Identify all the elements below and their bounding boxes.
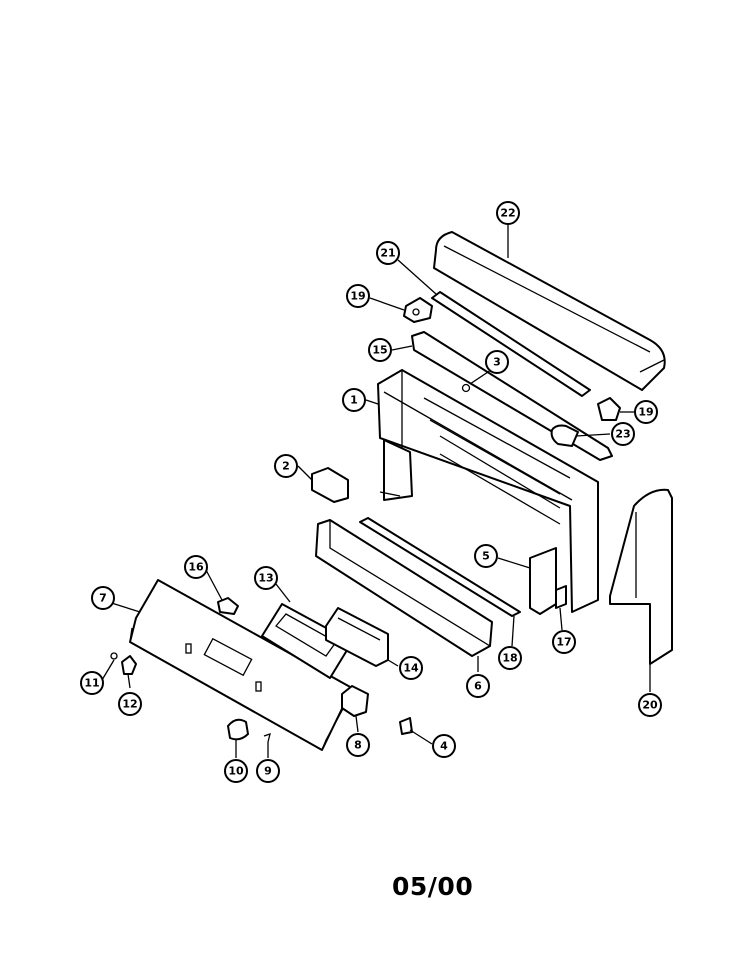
part-18-trim-strip bbox=[359, 517, 521, 617]
part-21-rod bbox=[431, 291, 591, 397]
part-6-lower-channel bbox=[315, 519, 493, 657]
svg-text:7: 7 bbox=[99, 592, 107, 605]
callout-23: 23 bbox=[611, 422, 635, 446]
svg-text:4: 4 bbox=[440, 740, 448, 753]
svg-text:23: 23 bbox=[615, 428, 630, 441]
callout-19-lower: 19 bbox=[634, 400, 658, 424]
svg-text:21: 21 bbox=[380, 247, 395, 260]
part-12-rocker-switch bbox=[121, 655, 137, 675]
callout-17: 17 bbox=[552, 630, 576, 654]
callout-20: 20 bbox=[638, 693, 662, 717]
svg-text:1: 1 bbox=[350, 394, 358, 407]
callout-21: 21 bbox=[376, 241, 400, 265]
callout-2: 2 bbox=[274, 454, 298, 478]
part-19-bracket-upper bbox=[403, 297, 433, 323]
svg-text:19: 19 bbox=[350, 290, 365, 303]
part-8-selector-switch bbox=[341, 685, 369, 717]
callout-14: 14 bbox=[399, 656, 423, 680]
part-7-control-panel bbox=[129, 579, 353, 751]
part-22-top-trim bbox=[433, 231, 666, 391]
callout-8: 8 bbox=[346, 733, 370, 757]
callout-10: 10 bbox=[224, 759, 248, 783]
svg-text:17: 17 bbox=[556, 636, 571, 649]
part-1-backguard-frame bbox=[377, 369, 599, 613]
callout-19-upper: 19 bbox=[346, 284, 370, 308]
part-4-small-bracket bbox=[399, 717, 413, 735]
svg-text:12: 12 bbox=[122, 698, 137, 711]
svg-text:9: 9 bbox=[264, 765, 272, 778]
svg-text:6: 6 bbox=[474, 680, 482, 693]
callout-15: 15 bbox=[368, 338, 392, 362]
callout-16: 16 bbox=[184, 555, 208, 579]
callout-6: 6 bbox=[466, 674, 490, 698]
svg-text:18: 18 bbox=[502, 652, 517, 665]
callout-13: 13 bbox=[254, 566, 278, 590]
callout-4: 4 bbox=[432, 734, 456, 758]
svg-text:15: 15 bbox=[372, 344, 387, 357]
svg-text:3: 3 bbox=[493, 356, 501, 369]
svg-text:10: 10 bbox=[228, 765, 244, 778]
svg-text:13: 13 bbox=[258, 572, 273, 585]
part-5-side-bracket bbox=[529, 547, 557, 615]
part-19-bracket-lower bbox=[597, 397, 621, 421]
callout-12: 12 bbox=[118, 692, 142, 716]
svg-text:20: 20 bbox=[642, 699, 658, 712]
svg-text:19: 19 bbox=[638, 406, 653, 419]
part-20-end-panel bbox=[609, 488, 673, 665]
part-16-switch bbox=[217, 597, 239, 615]
callout-11: 11 bbox=[80, 671, 104, 695]
svg-text:11: 11 bbox=[84, 677, 99, 690]
svg-text:16: 16 bbox=[188, 561, 204, 574]
part-2-relay bbox=[311, 467, 349, 503]
svg-text:14: 14 bbox=[403, 662, 419, 675]
callout-1: 1 bbox=[342, 388, 366, 412]
svg-text:2: 2 bbox=[282, 460, 290, 473]
callout-5: 5 bbox=[474, 544, 498, 568]
callout-22: 22 bbox=[496, 201, 520, 225]
part-10-knob bbox=[227, 718, 249, 741]
part-23-roller bbox=[550, 424, 579, 447]
svg-text:5: 5 bbox=[482, 550, 490, 563]
callout-3: 3 bbox=[485, 350, 509, 374]
part-17-clip bbox=[555, 585, 567, 609]
callout-7: 7 bbox=[91, 586, 115, 610]
date-code: 05/00 bbox=[392, 872, 474, 901]
callout-9: 9 bbox=[256, 759, 280, 783]
part-9-knob-clip bbox=[263, 733, 271, 743]
callout-18: 18 bbox=[498, 646, 522, 670]
svg-text:8: 8 bbox=[354, 739, 362, 752]
part-3-screw bbox=[461, 383, 471, 393]
part-11-lamp bbox=[110, 652, 118, 660]
svg-text:22: 22 bbox=[500, 207, 515, 220]
